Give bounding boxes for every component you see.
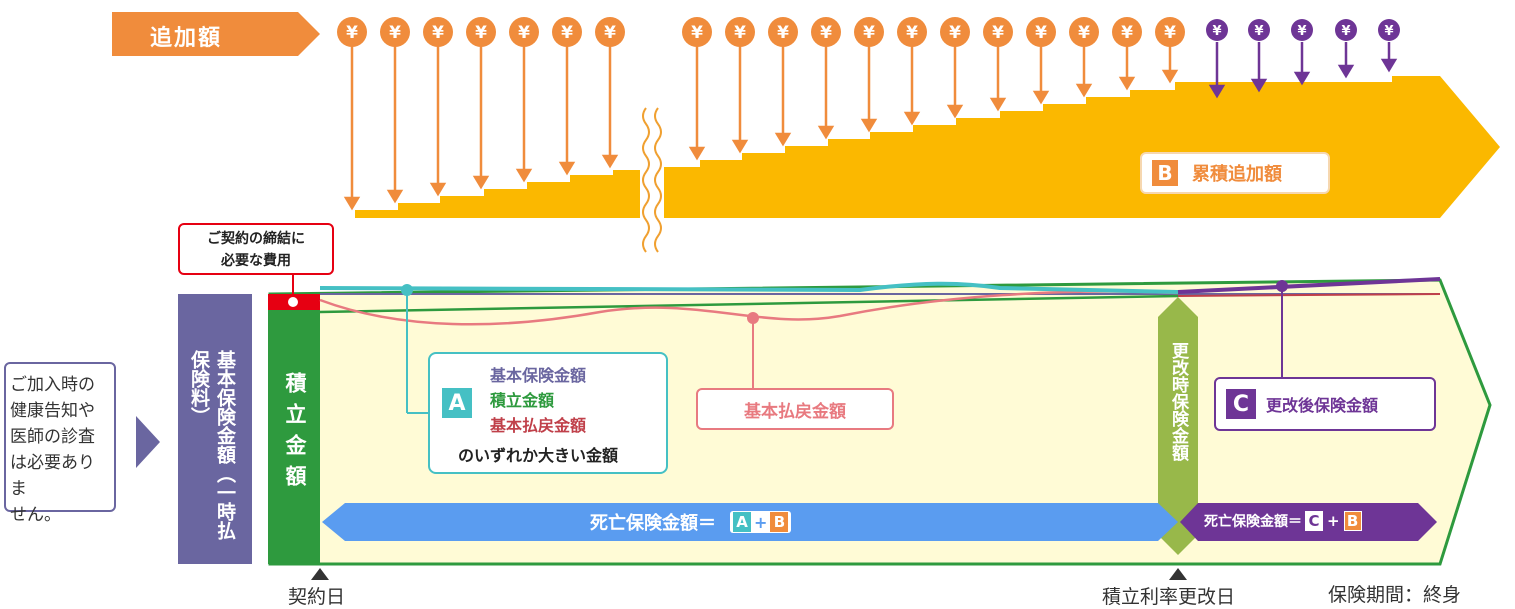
svg-text:¥: ¥ [1078, 23, 1090, 43]
box-b-letter: B [1152, 160, 1178, 186]
box-a-line3: 基本払戻金額 [490, 416, 587, 435]
basic-insurance-column [178, 294, 252, 564]
death-benefit-2-c: C [1305, 511, 1323, 531]
svg-text:¥: ¥ [777, 23, 789, 43]
svg-text:¥: ¥ [346, 23, 358, 43]
svg-text:¥: ¥ [604, 23, 616, 43]
svg-text:¥: ¥ [561, 23, 573, 43]
svg-text:¥: ¥ [1384, 24, 1393, 39]
box-c-letter: C [1226, 389, 1256, 419]
box-c: C 更改後保険金額 [1214, 377, 1436, 431]
health-note-line: せん。 [10, 505, 61, 525]
box-a-line1: 基本保険金額 [490, 366, 587, 385]
refund-line [319, 290, 1179, 326]
renewal-column [1158, 297, 1198, 537]
orange-addition-arrows-2 [688, 46, 1179, 161]
svg-text:¥: ¥ [1121, 23, 1133, 43]
added-amount-label: 追加額 [150, 26, 223, 51]
death-benefit-2-label: 死亡保険金額＝ [1204, 514, 1302, 530]
svg-text:¥: ¥ [432, 23, 444, 43]
fee-callout-line2: 必要な費用 [221, 253, 291, 269]
health-note: ご加入時の 健康告知や 医師の診査 は必要ありま せん。 [4, 362, 116, 525]
orange-yen-symbols: ¥ ¥ ¥ ¥ ¥ ¥ ¥ ¥ ¥ ¥ ¥ ¥ ¥ ¥ ¥ ¥ ¥ ¥ ¥ [346, 23, 1176, 43]
insurance-period-label: 保険期間：終身 [1328, 584, 1462, 606]
death-benefit-1-label: 死亡保険金額＝ [590, 513, 716, 534]
box-a-letter: A [442, 388, 472, 418]
svg-text:¥: ¥ [1035, 23, 1047, 43]
svg-text:¥: ¥ [475, 23, 487, 43]
svg-text:¥: ¥ [1341, 24, 1350, 39]
svg-text:¥: ¥ [863, 23, 875, 43]
svg-text:¥: ¥ [906, 23, 918, 43]
svg-text:¥: ¥ [992, 23, 1004, 43]
purple-yen-symbols: ¥ ¥ ¥ ¥ ¥ [1212, 24, 1393, 39]
purple-yen-coins [1206, 19, 1400, 41]
fee-pin [286, 295, 300, 309]
death-benefit-2-plus: + [1327, 512, 1340, 530]
purple-addition-arrows [1208, 42, 1398, 99]
death-benefit-2: 死亡保険金額＝ C + B [1204, 511, 1362, 531]
box-b: B 累積追加額 [1140, 152, 1330, 194]
death-benefit-2-b: B [1343, 511, 1362, 531]
svg-text:¥: ¥ [691, 23, 703, 43]
svg-text:¥: ¥ [1254, 24, 1263, 39]
svg-text:¥: ¥ [1164, 23, 1176, 43]
box-b-label: 累積追加額 [1192, 164, 1282, 185]
contract-date-label: 契約日 [288, 586, 346, 608]
basic-insurance-label: 基本保険金額（一時払保険料） [188, 350, 236, 540]
box-a: A 基本保険金額 積立金額 基本払戻金額 のいずれか大きい金額 [428, 352, 668, 474]
death-benefit-1-a: A [733, 512, 751, 532]
refund-label: 基本払戻金額 [696, 388, 894, 430]
death-benefit-1: 死亡保険金額＝ A + B [590, 509, 792, 535]
renewal-date-label: 積立利率更改日 [1102, 586, 1236, 608]
svg-text:¥: ¥ [949, 23, 961, 43]
accumulated-line [319, 294, 1179, 314]
health-note-line: 健康告知や [10, 401, 95, 421]
health-note-line: は必要ありま [10, 453, 95, 499]
teal-line [319, 281, 1179, 294]
svg-text:¥: ¥ [518, 23, 530, 43]
health-note-line: ご加入時の [10, 375, 95, 395]
death-benefit-1-plus: + [754, 512, 768, 532]
svg-text:¥: ¥ [1297, 24, 1306, 39]
box-a-line2: 積立金額 [490, 391, 555, 410]
svg-text:¥: ¥ [389, 23, 401, 43]
health-note-line: 医師の診査 [10, 427, 95, 447]
fee-callout: ご契約の締結に 必要な費用 [178, 223, 334, 275]
box-a-line4: のいずれか大きい金額 [458, 446, 619, 465]
svg-text:¥: ¥ [1212, 24, 1221, 39]
orange-addition-arrows-1 [343, 46, 619, 211]
renewal-amount-line [1177, 277, 1441, 294]
box-c-label: 更改後保険金額 [1266, 396, 1379, 415]
svg-text:¥: ¥ [820, 23, 832, 43]
renewal-label: 更改時保険金額 [1168, 342, 1188, 461]
svg-text:¥: ¥ [734, 23, 746, 43]
cumulative-addition-area [355, 76, 1500, 218]
death-benefit-1-b: B [770, 512, 789, 532]
fee-callout-line1: ご契約の締結に [207, 231, 305, 247]
orange-yen-coins [337, 17, 1185, 47]
accumulated-column [268, 294, 320, 564]
accumulated-label: 積立金額 [283, 372, 307, 496]
added-amount-arrow [112, 12, 320, 56]
note-pointer [136, 416, 160, 468]
